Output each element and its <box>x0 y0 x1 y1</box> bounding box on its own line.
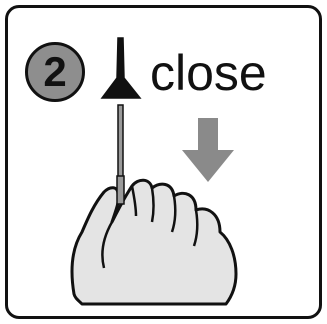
hand-icon <box>72 180 236 304</box>
down-arrow-icon <box>182 118 234 182</box>
tool-grip-segment <box>117 176 124 204</box>
tip-cap-icon <box>102 38 140 98</box>
